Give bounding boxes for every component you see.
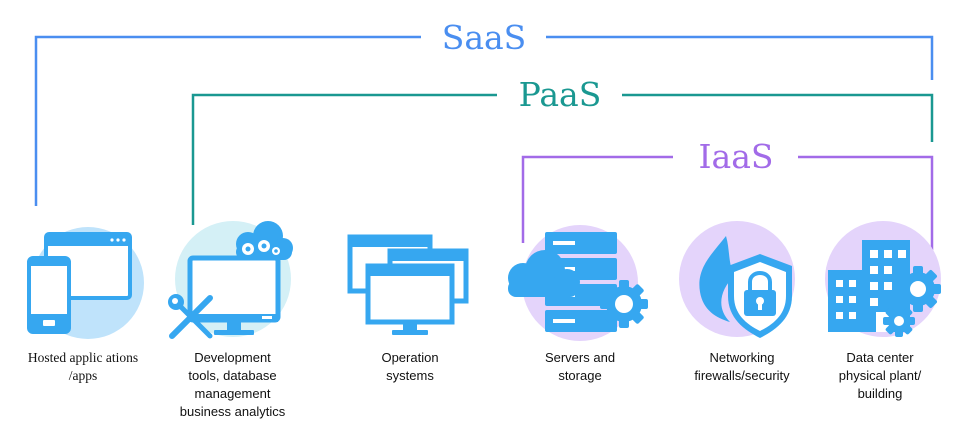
iaas-bracket bbox=[521, 155, 673, 243]
paas-label: PaaS bbox=[498, 75, 622, 115]
server-cloud-icon bbox=[508, 225, 648, 341]
development-tools-caption: Development tools, database management b… bbox=[179, 350, 286, 419]
dev-tools-icon bbox=[168, 221, 293, 339]
hosted-applications-caption: Hosted applic ations /apps bbox=[27, 350, 139, 383]
servers-storage-caption: Servers and storage bbox=[544, 350, 616, 383]
saas-bracket-right bbox=[541, 35, 934, 80]
iaas-bracket-right bbox=[792, 155, 934, 250]
networking-security-caption: Networking firewalls/security bbox=[694, 350, 790, 383]
paas-bracket-right bbox=[615, 93, 934, 142]
data-center-caption: Data center physical plant/ building bbox=[838, 350, 922, 401]
iaas-label: IaaS bbox=[674, 137, 798, 177]
firewall-lock-icon bbox=[679, 221, 795, 338]
windows-icon bbox=[347, 234, 469, 335]
saas-label: SaaS bbox=[422, 18, 546, 58]
saas-bracket bbox=[34, 35, 421, 206]
datacenter-building-icon bbox=[825, 221, 941, 337]
devices-icon bbox=[27, 227, 144, 339]
operation-systems-caption: Operation systems bbox=[381, 350, 439, 383]
paas-bracket bbox=[191, 93, 497, 225]
